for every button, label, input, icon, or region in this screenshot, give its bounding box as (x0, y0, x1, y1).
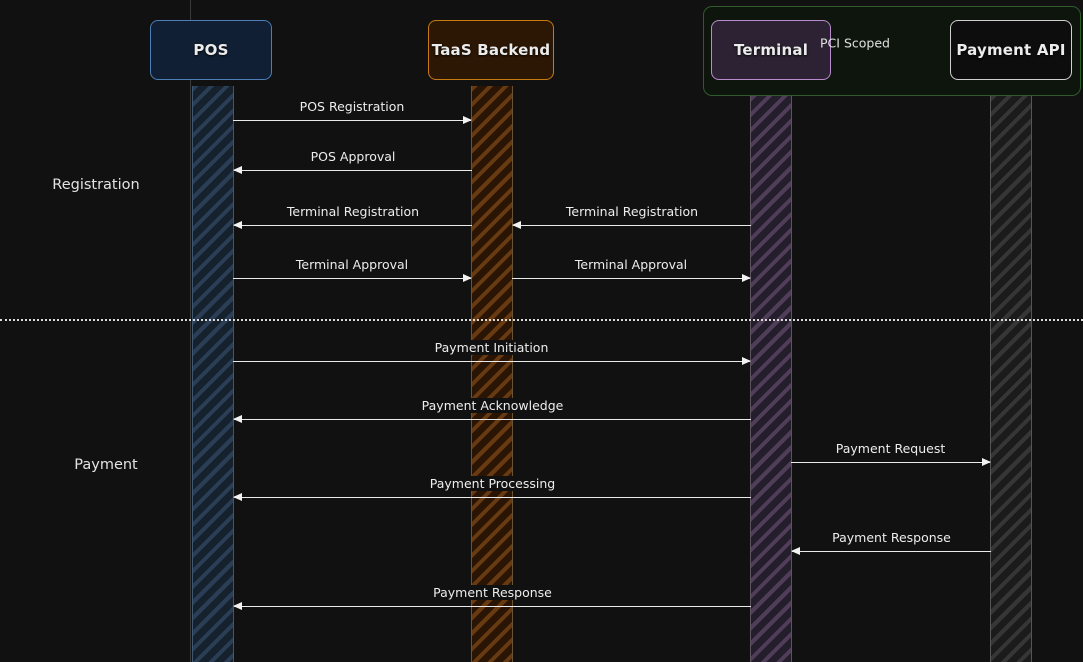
message-label: Terminal Registration (562, 204, 702, 219)
message-label: Payment Acknowledge (418, 398, 567, 413)
message-line (234, 606, 751, 607)
group-label-pci-scoped: PCI Scoped (820, 35, 890, 51)
activation-bar-pos (192, 86, 234, 662)
message-label: POS Approval (307, 149, 399, 164)
section-label-registration: Registration (52, 177, 140, 193)
message-label: Payment Request (832, 441, 949, 456)
message-line (234, 170, 472, 171)
activation-bar-taas (471, 86, 513, 662)
activation-bar-api (990, 96, 1032, 662)
message-line (791, 462, 990, 463)
arrowhead-icon (233, 220, 242, 229)
message-label: Terminal Approval (571, 257, 691, 272)
message-line (234, 225, 472, 226)
participant-box-api[interactable]: Payment API (950, 20, 1072, 80)
arrowhead-icon (463, 273, 472, 282)
arrowhead-icon (233, 601, 242, 610)
activation-bar-terminal (750, 96, 792, 662)
arrowhead-icon (982, 457, 991, 466)
message-label: Payment Initiation (431, 340, 552, 355)
participant-box-pos[interactable]: POS (150, 20, 272, 80)
arrowhead-icon (742, 273, 751, 282)
message-line (233, 278, 471, 279)
section-label-payment: Payment (74, 457, 138, 473)
section-divider-registration-payment-divider (0, 319, 1083, 321)
arrowhead-icon (742, 356, 751, 365)
arrowhead-icon (512, 220, 521, 229)
message-label: Payment Processing (426, 476, 559, 491)
participant-label: POS (193, 41, 229, 59)
message-line (513, 225, 751, 226)
participant-label: TaaS Backend (431, 41, 551, 59)
arrowhead-icon (791, 546, 800, 555)
participant-box-taas[interactable]: TaaS Backend (428, 20, 554, 80)
message-label: Terminal Registration (283, 204, 423, 219)
message-line (792, 551, 991, 552)
message-label: Payment Response (430, 585, 555, 600)
participant-label: Terminal (733, 41, 809, 59)
participant-box-terminal[interactable]: Terminal (711, 20, 831, 80)
arrowhead-icon (463, 115, 472, 124)
message-line (234, 497, 751, 498)
message-label: Terminal Approval (292, 257, 412, 272)
message-line (234, 419, 751, 420)
arrowhead-icon (233, 492, 242, 501)
arrowhead-icon (233, 165, 242, 174)
message-line (512, 278, 750, 279)
message-label: Payment Response (829, 530, 954, 545)
message-line (233, 361, 750, 362)
section-rail (190, 0, 191, 662)
participant-label: Payment API (956, 41, 1066, 59)
message-line (233, 120, 471, 121)
message-label: POS Registration (296, 99, 408, 114)
arrowhead-icon (233, 414, 242, 423)
